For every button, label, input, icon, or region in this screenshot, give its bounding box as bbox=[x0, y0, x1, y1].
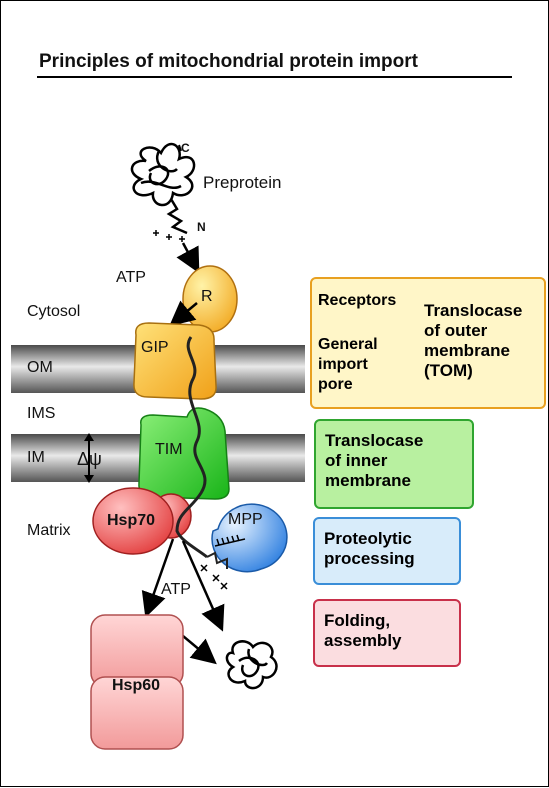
preprotein-to-receptor-arrow bbox=[176, 242, 200, 274]
om-label: OM bbox=[27, 359, 53, 376]
hsp60-bottom-ring bbox=[90, 676, 184, 750]
receptor-label: R bbox=[201, 288, 213, 305]
folding-legend-text: Folding, assembly bbox=[324, 611, 402, 650]
hsp70-to-hsp60-arrow bbox=[141, 538, 175, 618]
hsp60-label: Hsp60 bbox=[112, 677, 161, 694]
hsp70-shape bbox=[92, 487, 174, 555]
hsp70-label: Hsp70 bbox=[107, 512, 156, 529]
im-label: IM bbox=[27, 449, 45, 466]
preprotein-label: Preprotein bbox=[203, 173, 282, 192]
tim-shape bbox=[138, 407, 230, 500]
preprotein-tangle bbox=[130, 142, 196, 235]
mpp-label: MPP bbox=[228, 511, 263, 528]
hsp70-to-folded-arrow bbox=[181, 540, 225, 632]
general-pore-text: General import pore bbox=[318, 336, 378, 393]
cytosol-label: Cytosol bbox=[27, 303, 81, 320]
proteolytic-legend-text: Proteolytic processing bbox=[324, 529, 415, 568]
proteolytic-legend-box: Proteolytic processing bbox=[313, 517, 461, 585]
delta-psi-label: Δψ bbox=[77, 449, 102, 469]
tim-label: TIM bbox=[155, 441, 183, 458]
gip-label: GIP bbox=[141, 339, 169, 356]
presequence-charges bbox=[153, 230, 185, 242]
tim-legend-text: Translocase of inner membrane bbox=[325, 431, 424, 490]
gip-shape bbox=[133, 322, 217, 400]
figure-title: Principles of mitochondrial protein impo… bbox=[39, 51, 418, 72]
n-terminus-label: N bbox=[197, 220, 206, 234]
tom-name-text: Translocase of outer membrane (TOM) bbox=[424, 301, 523, 380]
translocating-chain bbox=[175, 336, 208, 559]
receptor-to-gip-arrow bbox=[169, 300, 198, 327]
receptors-text: Receptors bbox=[318, 292, 397, 309]
atp-top-label: ATP bbox=[116, 269, 146, 286]
title-underline bbox=[37, 76, 512, 78]
tom-legend-box: Receptors General import pore Translocas… bbox=[310, 277, 546, 409]
mpp-teeth bbox=[214, 534, 246, 547]
folding-legend-box: Folding, assembly bbox=[313, 599, 461, 667]
c-terminus-label: C bbox=[181, 141, 190, 155]
matrix-label: Matrix bbox=[27, 522, 71, 539]
tim-legend-box: Translocase of inner membrane bbox=[314, 419, 474, 509]
atp-bottom-label: ATP bbox=[161, 581, 191, 598]
ims-label: IMS bbox=[27, 405, 56, 422]
mpp-shape bbox=[211, 503, 288, 573]
folded-protein bbox=[225, 640, 278, 690]
